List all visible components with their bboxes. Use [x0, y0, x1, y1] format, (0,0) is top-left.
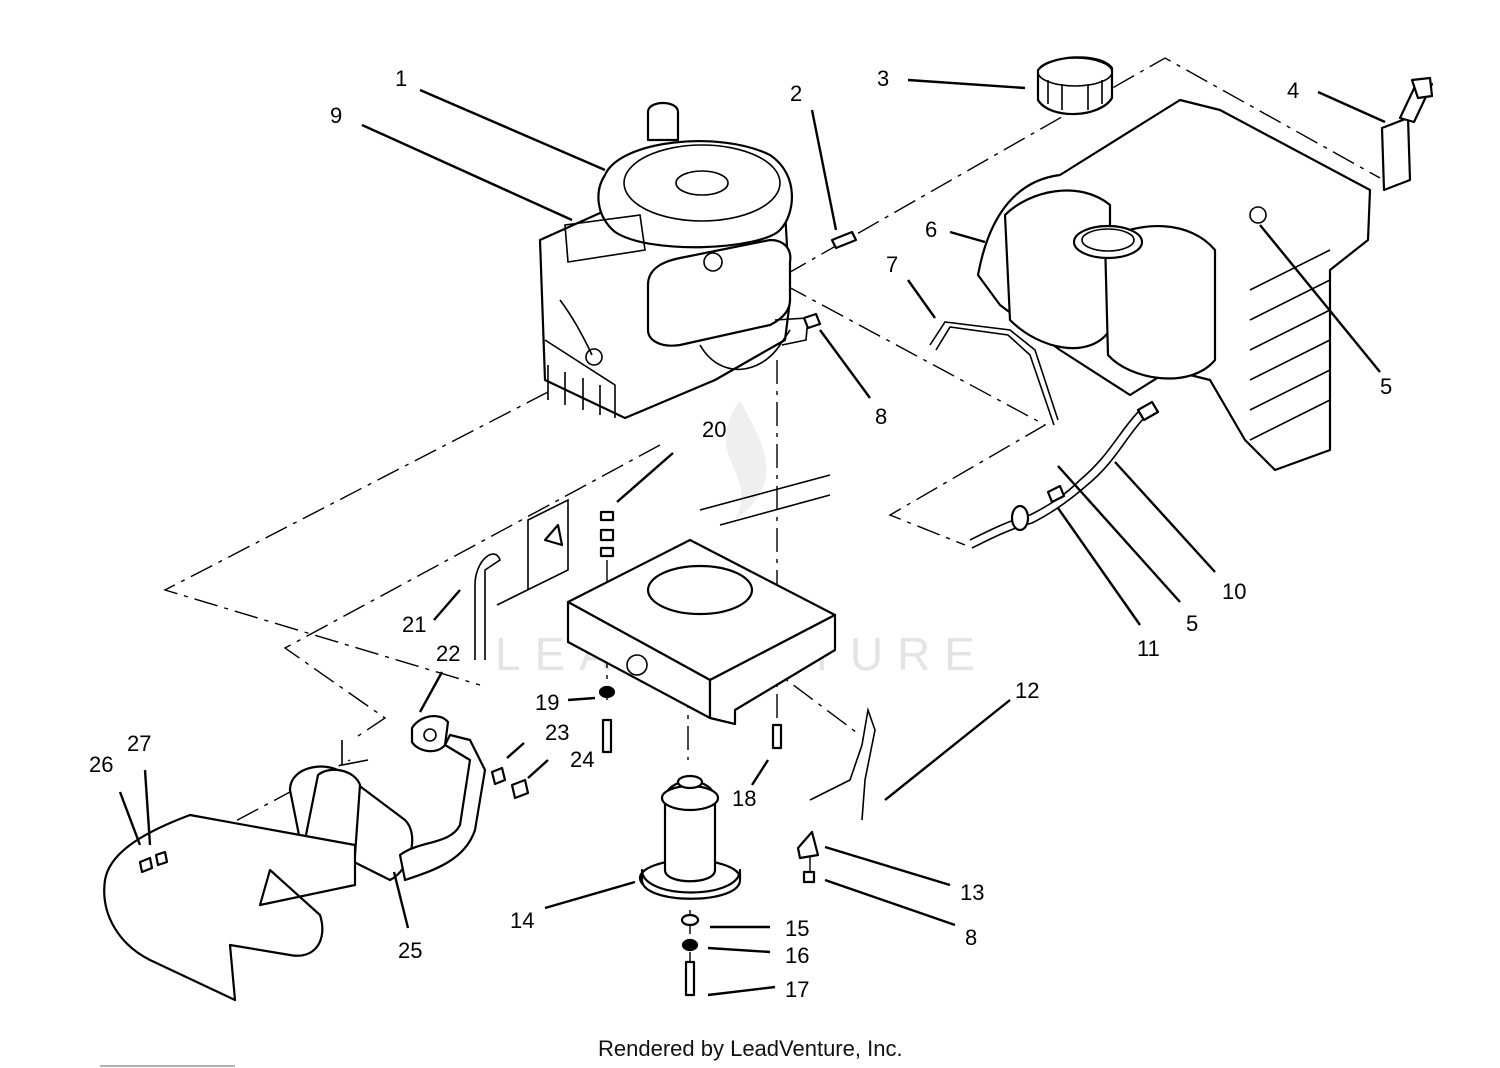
callout-4: 4 [1287, 78, 1299, 103]
callout-8-lower: 8 [965, 925, 977, 950]
heat-shield [103, 740, 369, 1002]
callout-23: 23 [545, 720, 569, 745]
engine [538, 101, 809, 420]
callout-9: 9 [330, 103, 342, 128]
callout-19: 19 [535, 690, 559, 715]
callout-7: 7 [886, 252, 898, 277]
callout-2: 2 [790, 81, 802, 106]
drive-pulley [638, 774, 742, 997]
callout-24: 24 [570, 747, 594, 772]
callout-21: 21 [402, 612, 426, 637]
nut-upper [802, 312, 822, 330]
throttle-bracket [796, 706, 876, 884]
fuel-fitting [830, 230, 858, 250]
callout-3: 3 [877, 66, 889, 91]
fuel-tank [976, 98, 1372, 472]
callout-6: 6 [925, 217, 937, 242]
callout-15: 15 [785, 916, 809, 941]
muffler-bracket [474, 498, 569, 660]
footer-credit: Rendered by LeadVenture, Inc. [598, 1036, 903, 1061]
callout-26: 26 [89, 752, 113, 777]
engine-mount-plate [566, 474, 837, 726]
callout-25: 25 [398, 938, 422, 963]
callout-5-lower: 5 [1186, 611, 1198, 636]
callout-labels: 1 2 3 4 5 5 6 7 8 8 9 10 11 12 13 14 15 … [89, 66, 1392, 1002]
ignition-switch [1380, 76, 1434, 192]
fuel-hose [969, 400, 1160, 549]
callout-10: 10 [1222, 579, 1246, 604]
callout-18: 18 [732, 786, 756, 811]
callout-17: 17 [785, 977, 809, 1002]
callout-27: 27 [127, 731, 151, 756]
callout-5-upper: 5 [1380, 374, 1392, 399]
leader-lines [118, 78, 1386, 997]
callout-12: 12 [1015, 678, 1039, 703]
callout-13: 13 [960, 880, 984, 905]
fuel-cap [1036, 56, 1114, 116]
callout-11: 11 [1137, 636, 1160, 661]
callout-8-upper: 8 [875, 404, 887, 429]
callout-14: 14 [510, 908, 534, 933]
callout-1: 1 [395, 66, 407, 91]
callout-16: 16 [785, 943, 809, 968]
callout-22: 22 [436, 641, 460, 666]
fuel-line [929, 321, 1059, 426]
callout-20: 20 [702, 417, 726, 442]
exhaust-gasket [410, 714, 450, 753]
mount-hardware [598, 510, 783, 754]
